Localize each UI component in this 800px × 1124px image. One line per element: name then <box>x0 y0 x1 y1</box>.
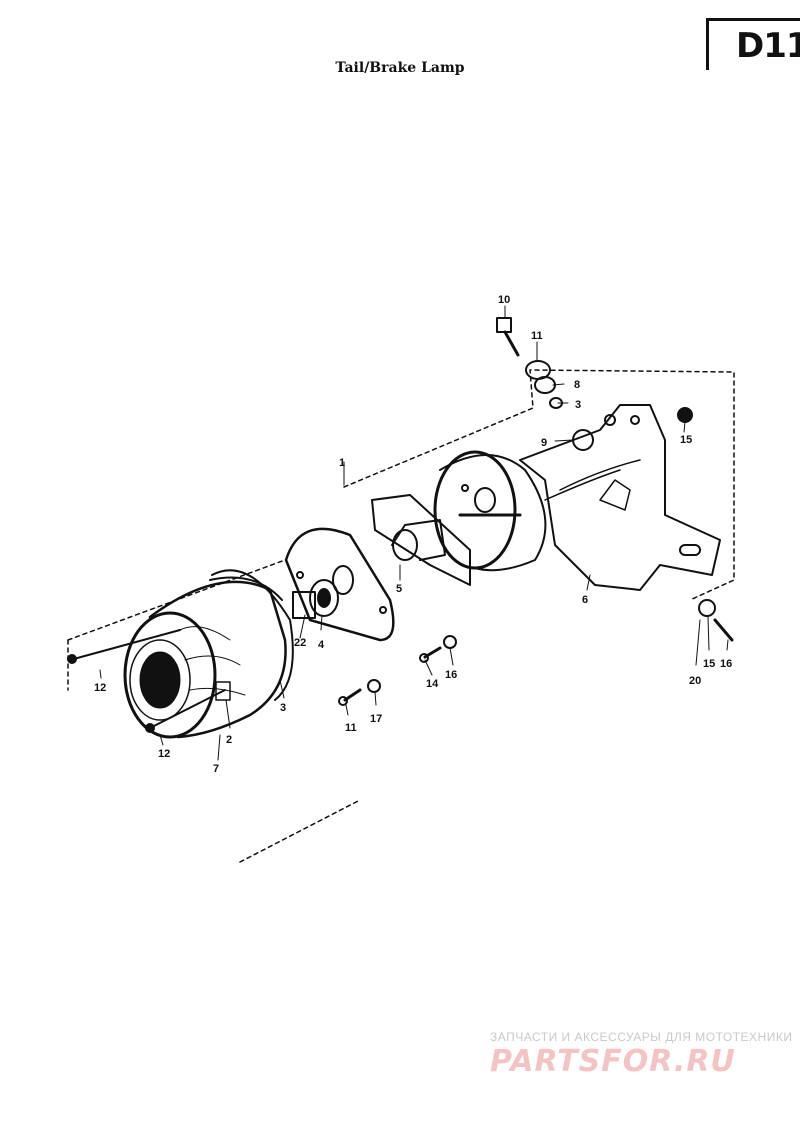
callout-8: 8 <box>574 379 580 391</box>
callout-3: 3 <box>280 702 286 714</box>
page-code: D11 <box>736 26 800 66</box>
callout-16: 16 <box>445 669 457 681</box>
callout-17: 17 <box>370 713 382 725</box>
lens-part-drawing <box>67 576 287 739</box>
reflector-part-drawing <box>284 527 395 642</box>
callout-12b: 12 <box>94 682 106 694</box>
assembly-outline <box>67 369 735 863</box>
bracket-part-drawing <box>519 404 721 591</box>
screws-drawing <box>338 599 734 706</box>
bulb-part-drawing <box>292 579 339 619</box>
callout-10: 9 <box>541 437 547 449</box>
callout-14: 14 <box>426 678 439 690</box>
callout-11b: 11 <box>531 330 543 342</box>
lens-gasket-drawing <box>211 569 294 701</box>
diagram-title: Tail/Brake Lamp <box>335 60 465 76</box>
watermark-logo: PARTSFOR.RU <box>490 1044 736 1079</box>
callout-7: 7 <box>213 763 219 775</box>
socket-holder-drawing <box>371 494 471 586</box>
housing-part-drawing <box>433 450 547 572</box>
mounting-bolt-drawing <box>496 317 693 451</box>
callout-15: 15 <box>680 434 692 446</box>
callout-5: 5 <box>396 583 402 595</box>
callout-20: 20 <box>689 675 701 687</box>
callout-2: 2 <box>226 734 232 746</box>
leader-lines <box>99 305 729 761</box>
callout-11: 10 <box>498 294 510 306</box>
callout-12: 11 <box>345 722 357 734</box>
callout-labels: 1 2 3 3 4 5 6 7 8 9 10 11 11 12 12 13 14… <box>94 294 732 775</box>
callout-6: 6 <box>582 594 588 606</box>
callout-15b: 15 <box>703 658 715 670</box>
watermark-tagline: ЗАПЧАСТИ И АКСЕССУАРЫ ДЛЯ МОТОТЕХНИКИ <box>490 1030 793 1044</box>
callout-1: 1 <box>339 457 345 469</box>
callout-22: 22 <box>294 637 306 649</box>
callout-3b: 3 <box>575 399 581 411</box>
callout-4: 4 <box>318 639 325 651</box>
callout-13: 12 <box>158 748 170 760</box>
page-code-frame <box>706 18 800 70</box>
callout-16b: 16 <box>720 658 732 670</box>
